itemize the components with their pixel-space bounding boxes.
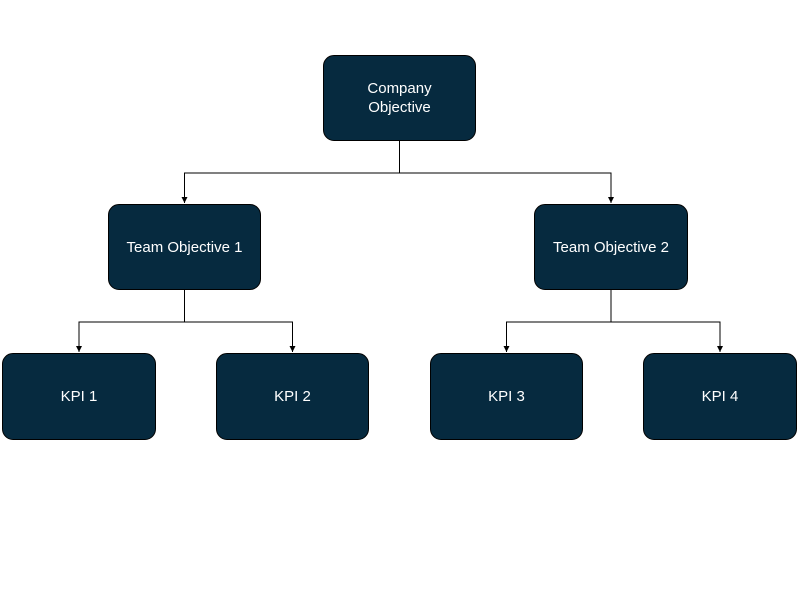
connector-team-objective-2-to-kpi-3: [503, 290, 612, 352]
connector-team-objective-2-to-kpi-4: [610, 290, 723, 352]
team-objective-1-node: Team Objective 1: [108, 204, 261, 290]
kpi-1-node: KPI 1: [2, 353, 156, 440]
connector-team-objective-1-to-kpi-2: [184, 290, 296, 352]
company-objective-node: Company Objective: [323, 55, 476, 141]
connector-group: [76, 141, 723, 352]
connector-team-objective-1-to-kpi-1: [76, 290, 185, 352]
connector-company-objective-to-team-objective-1: [181, 141, 400, 203]
connector-company-objective-to-team-objective-2: [399, 141, 614, 203]
kpi-4-node: KPI 4: [643, 353, 797, 440]
kpi-3-node: KPI 3: [430, 353, 583, 440]
kpi-2-node: KPI 2: [216, 353, 369, 440]
team-objective-2-node: Team Objective 2: [534, 204, 688, 290]
